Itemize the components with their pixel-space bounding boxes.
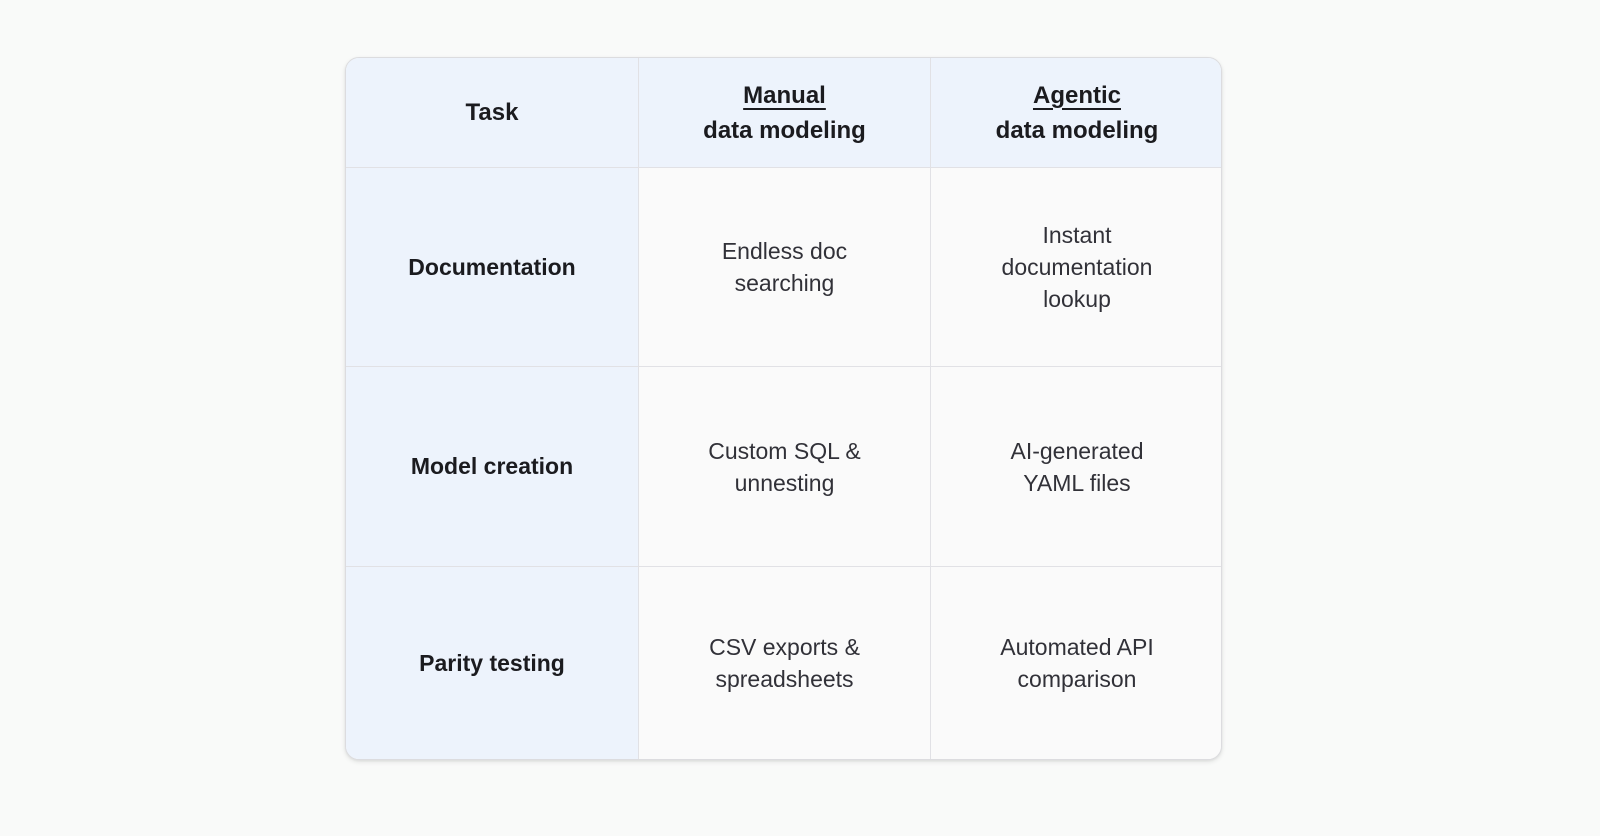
task-label: Model creation [410,453,574,479]
cell-text-line: CSV exports & [709,634,860,660]
cell-text-line: unnesting [734,469,835,496]
cell-text-line: Endless doc [721,238,848,264]
header-task-label: Task [465,99,519,126]
manual-cell-model-creation: Custom SQL & unnesting [639,367,931,567]
cell-text-line: Instant [1042,222,1112,248]
header-cell-agentic: Agentic data modeling [931,58,1221,168]
task-cell-documentation: Documentation [346,168,639,367]
manual-cell-documentation: Endless doc searching [639,168,931,367]
task-label: Documentation [408,253,576,280]
cell-text-line: searching [734,270,835,296]
task-label: Parity testing [419,649,565,676]
header-agentic-sublabel: data modeling [995,116,1159,144]
header-cell-task: Task [346,58,639,168]
cell-text-line: YAML files [1023,469,1131,496]
agentic-cell-parity-testing: Automated API comparison [931,567,1221,759]
header-cell-manual: Manual data modeling [639,58,931,168]
cell-text-line: Custom SQL & [708,437,861,464]
agentic-cell-documentation: Instant documentation lookup [931,168,1221,367]
header-manual-sublabel: data modeling [703,116,866,144]
cell-text-line: Automated API [1000,634,1154,660]
cell-text-line: lookup [1043,286,1111,312]
manual-cell-parity-testing: CSV exports & spreadsheets [639,567,931,759]
cell-text-line: documentation [1001,254,1153,280]
task-cell-parity-testing: Parity testing [346,567,639,759]
agentic-cell-model-creation: AI-generated YAML files [931,367,1221,567]
task-cell-model-creation: Model creation [346,367,639,567]
cell-text-line: comparison [1017,666,1137,692]
cell-text-line: spreadsheets [715,666,854,692]
comparison-table: Task Manual data modeling Agentic data m… [345,57,1222,760]
cell-text-line: AI-generated [1010,437,1144,464]
header-agentic-label: Agentic [1032,81,1121,109]
header-manual-label: Manual [743,81,826,109]
